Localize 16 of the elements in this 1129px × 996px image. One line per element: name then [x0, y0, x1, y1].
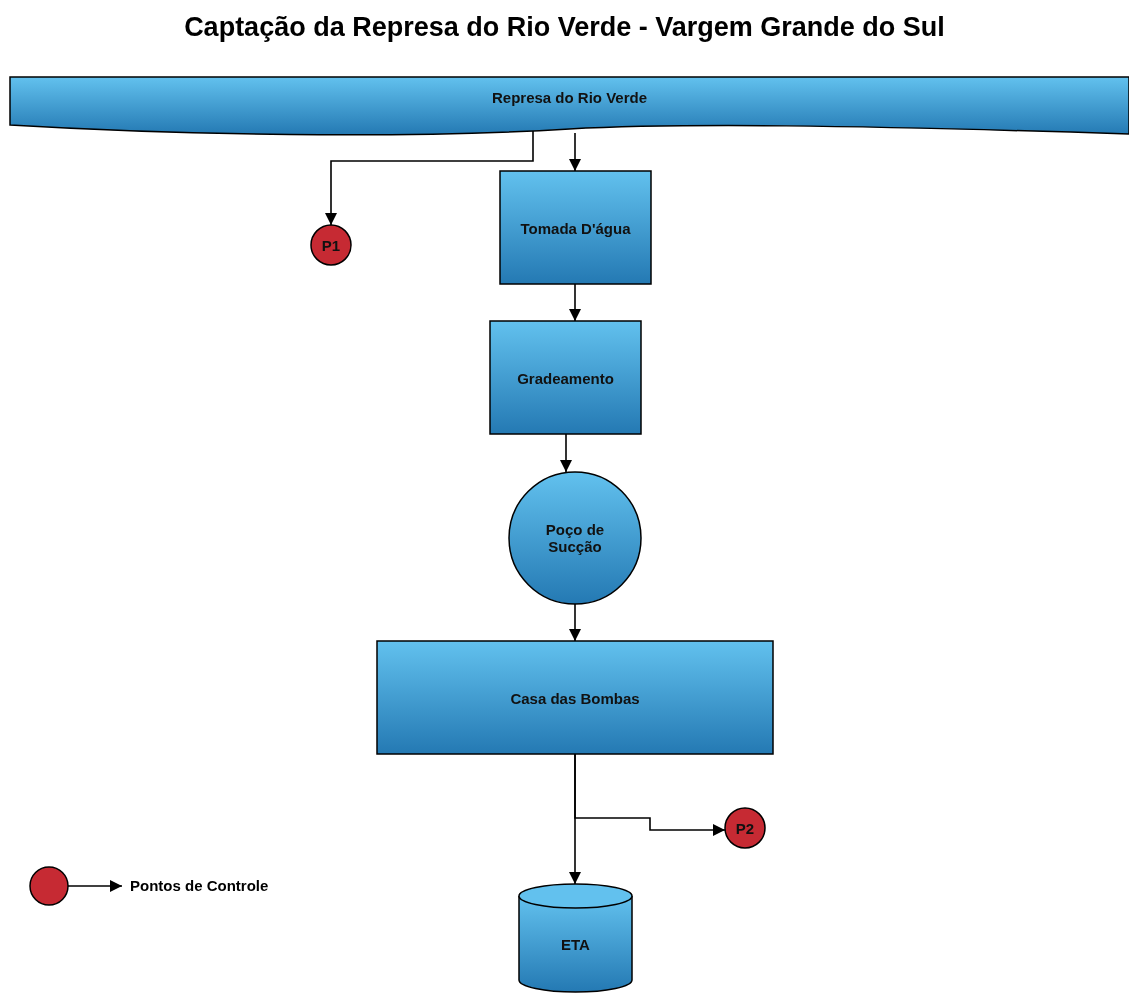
- arrow: [325, 130, 534, 226]
- arrow: [569, 603, 581, 642]
- legend-label: Pontos de Controle: [130, 877, 269, 894]
- arrow: [569, 283, 581, 322]
- diagram-title: Captação da Represa do Rio Verde - Vargem Grande do Sul: [183, 12, 946, 43]
- node-label: Tomada D'água: [519, 219, 632, 236]
- arrow: [560, 433, 572, 473]
- arrow: [569, 753, 581, 885]
- node-label: Gradeamento: [516, 369, 615, 386]
- arrow: [569, 132, 581, 172]
- node-label: Poço de Sucção: [544, 521, 606, 555]
- node-label: Casa das Bombas: [509, 689, 641, 706]
- node-label: Represa do Rio Verde: [490, 89, 649, 106]
- node-label: P1: [320, 236, 342, 254]
- node-label: ETA: [560, 935, 591, 953]
- node-label: P2: [734, 819, 756, 837]
